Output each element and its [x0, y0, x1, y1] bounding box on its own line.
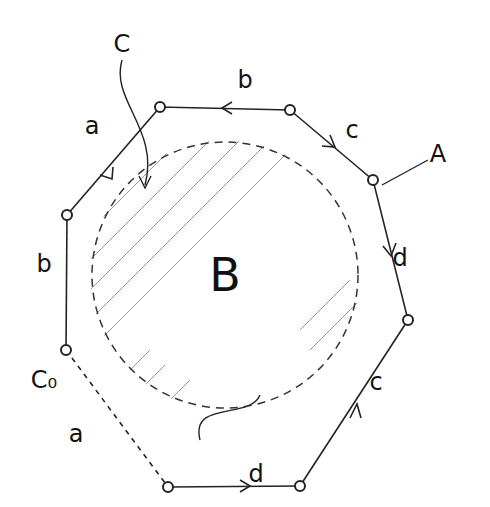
- vertices: [61, 102, 413, 492]
- hatching: [60, 80, 360, 400]
- edge-letter: C₀: [31, 368, 57, 392]
- edge-letter: d: [248, 462, 263, 486]
- leader-lines: [120, 60, 428, 440]
- edge-letter: b: [36, 252, 51, 276]
- callout-letter: C: [114, 32, 131, 56]
- edge-letter: a: [69, 422, 84, 446]
- dashed-circle: [92, 142, 358, 408]
- polygon-edges: [66, 107, 408, 487]
- arrowheads: [100, 102, 396, 492]
- callout-letter: A: [430, 142, 446, 166]
- edge-letter: d: [392, 246, 407, 270]
- edge-letter: a: [85, 114, 100, 138]
- region-disk: B: [90, 140, 360, 410]
- edge-letter: c: [369, 370, 382, 394]
- edge-letter: c: [345, 118, 358, 142]
- edge-letter: b: [237, 68, 252, 92]
- region-label: B: [209, 252, 241, 298]
